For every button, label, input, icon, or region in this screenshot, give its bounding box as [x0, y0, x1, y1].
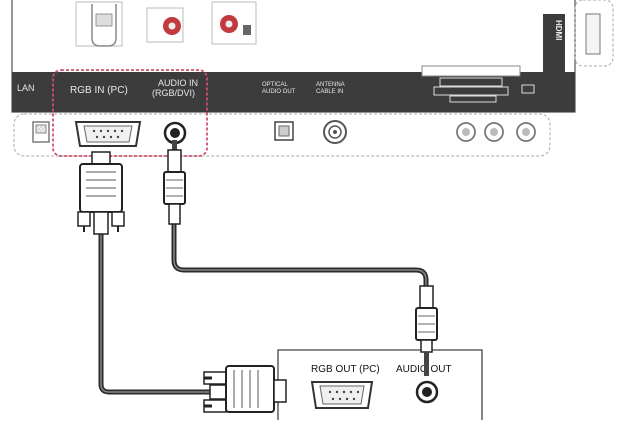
audio-cable: [171, 222, 429, 286]
lan-label: LAN: [17, 83, 35, 93]
lan-port: [32, 121, 50, 143]
antenna-label-line1: ANTENNA: [316, 82, 345, 88]
hdmi-label: HDMI: [554, 20, 563, 40]
pc-back-panel: RGB OUT (PC) AUDIO OUT: [277, 349, 483, 420]
component-rca-jacks: [456, 122, 536, 142]
antenna-label-line2: CABLE IN: [316, 89, 343, 95]
optical-label-line2: AUDIO OUT: [262, 89, 296, 95]
audio-plug-pc-side: [415, 285, 438, 376]
rgb-in-port: [74, 121, 142, 147]
hdmi-dashed-outline: [574, 0, 614, 67]
rgb-out-label: RGB OUT (PC): [311, 364, 380, 375]
highlight-box: [52, 69, 208, 157]
rgb-in-label: RGB IN (PC): [70, 85, 128, 96]
optical-label-line1: OPTICAL: [262, 82, 288, 88]
antenna-port: [323, 120, 347, 144]
audio-in-jack: [163, 121, 187, 145]
av-jack-box-2: [211, 1, 257, 45]
top-av-jacks: [75, 1, 257, 47]
audio-out-label: AUDIO OUT: [396, 364, 452, 375]
optical-port: [274, 121, 294, 141]
audio-in-label-line1: AUDIO IN: [158, 78, 198, 88]
vga-plug-pc-side: [203, 365, 287, 413]
vga-plug-tv-side: [77, 151, 125, 235]
port-row-outline: [13, 113, 551, 157]
audio-plug-tv-side: [163, 140, 186, 225]
component-label-grid: [421, 65, 535, 103]
hdmi-side-port: HDMI: [543, 0, 614, 72]
audio-in-label-line2: (RGB/DVI): [152, 88, 195, 98]
panel-label-strip: [12, 72, 542, 112]
tv-back-panel: [11, 0, 576, 113]
rgb-cable: [98, 232, 212, 395]
av-jack-box-1: [146, 7, 184, 43]
